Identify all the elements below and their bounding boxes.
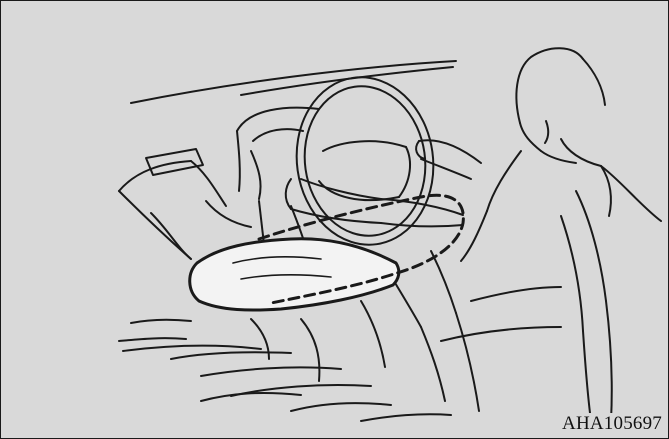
driver-legs	[391, 251, 479, 411]
lower-dash-floor	[119, 301, 385, 396]
figure-code: AHA105697	[562, 413, 662, 435]
driver-head	[516, 48, 605, 166]
dashboard-top-lines	[131, 61, 456, 103]
dashboard-panel	[119, 161, 251, 259]
driver-torso	[461, 151, 611, 261]
footwell	[201, 393, 451, 421]
instrument-cluster	[237, 108, 319, 199]
